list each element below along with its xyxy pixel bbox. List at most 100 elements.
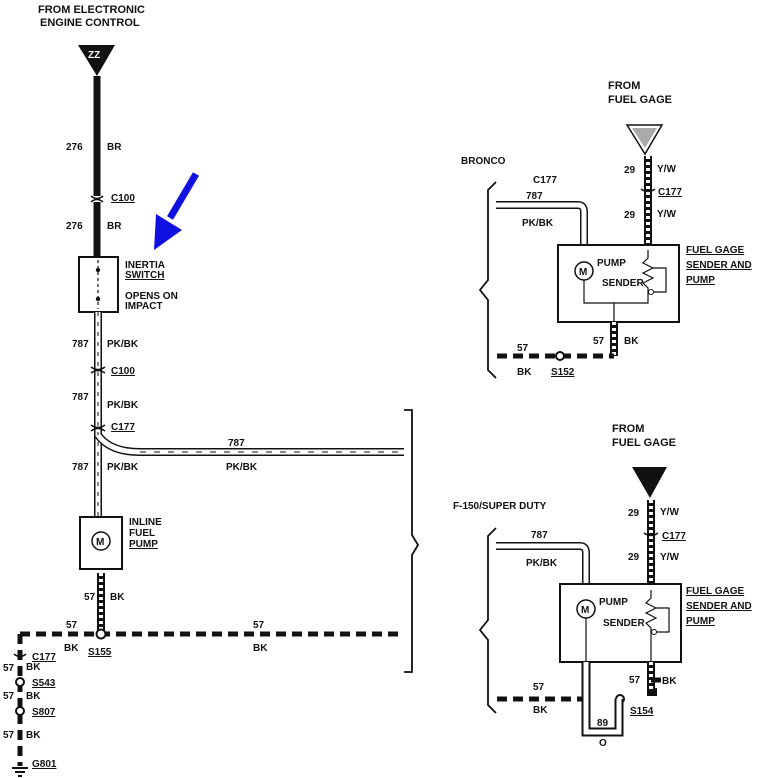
- circuit-57-label-c: 57: [253, 620, 265, 631]
- blue-pointer-arrow: [154, 172, 200, 250]
- bronco-circ-57-b: 57: [593, 336, 605, 347]
- f150-title: F-150/SUPER DUTY: [453, 501, 547, 512]
- bronco-wire-787: [496, 201, 588, 245]
- f150-from-fuel-gage-2: FUEL GAGE: [612, 437, 676, 449]
- f150-unit-box: [559, 583, 682, 663]
- bronco-unit-label-2: SENDER AND: [686, 260, 752, 271]
- opens-on-impact-1: OPENS ON: [125, 291, 178, 302]
- left-bk-3: BK: [26, 730, 41, 741]
- ecc-connector-triangle: [78, 45, 115, 76]
- inertia-switch-dot-top: [95, 267, 101, 273]
- bronco-unit-box: [557, 244, 680, 323]
- circuit-787-label-c: 787: [72, 462, 89, 473]
- bronco-motor-m: M: [579, 267, 587, 278]
- f150-bk-b: BK: [662, 676, 677, 687]
- c100-connector-top: [90, 195, 104, 200]
- f150-yw-b: Y/W: [660, 552, 679, 563]
- left-57-2: 57: [3, 691, 15, 702]
- bronco-yw-a: Y/W: [657, 164, 676, 175]
- inline-fuel-pump-1: INLINE: [129, 517, 162, 528]
- f150-fuel-gage-triangle: [632, 467, 667, 498]
- circuit-787-label-b: 787: [72, 392, 89, 403]
- c100-b-connector: [90, 366, 106, 371]
- c100-b-connector-lower: [90, 369, 106, 374]
- f150-circ-89: 89: [597, 718, 609, 729]
- f150-sender-wiper: [656, 607, 670, 633]
- c177-label-a: C177: [111, 422, 135, 433]
- f150-wire-89: [581, 662, 624, 737]
- left-57-3: 57: [3, 730, 15, 741]
- bronco-title: BRONCO: [461, 156, 506, 167]
- bk-label-c: BK: [253, 643, 268, 654]
- pkbk-label-a: PK/BK: [107, 339, 139, 350]
- bk-label-b: BK: [64, 643, 79, 654]
- splice-s807: [15, 706, 25, 716]
- f150-c177-connector: [643, 532, 659, 537]
- g801-label: G801: [32, 759, 57, 770]
- splice-s155: [95, 628, 107, 640]
- f150-circ-o: O: [599, 738, 607, 749]
- splice-s543: [15, 677, 25, 687]
- circuit-57-label-b: 57: [66, 620, 78, 631]
- f150-circ-787: 787: [531, 530, 548, 541]
- bronco-sender-wiper: [653, 267, 667, 293]
- bronco-sender-contact: [648, 289, 654, 295]
- c100-label-b: C100: [111, 366, 135, 377]
- f150-s154: S154: [630, 706, 654, 717]
- c100-label-a: C100: [111, 193, 135, 204]
- bronco-yw-b: Y/W: [657, 209, 676, 220]
- inertia-label-2: SWITCH: [125, 270, 164, 281]
- bronco-c177: C177: [658, 187, 682, 198]
- c177-left-label: C177: [32, 652, 56, 663]
- inertia-switch-dot-bottom: [95, 296, 101, 302]
- from-ecc-line1: FROM ELECTRONIC: [38, 4, 145, 16]
- circuit-57-label-a: 57: [84, 592, 96, 603]
- wire-787-horizontal-branch: [94, 432, 404, 456]
- c177-a-connector-lower: [90, 427, 106, 432]
- f150-circ-57-a: 57: [533, 682, 545, 693]
- circuit-787-label-a: 787: [72, 339, 89, 350]
- f150-wire-787: [496, 542, 590, 584]
- circuit-276-label-a: 276: [66, 142, 83, 153]
- bronco-left-brace: [478, 181, 497, 379]
- f150-unit-label-1: FUEL GAGE: [686, 586, 744, 597]
- br-label-a: BR: [107, 142, 122, 153]
- f150-motor-m: M: [581, 605, 589, 616]
- circuit-787-label-d: 787: [228, 438, 245, 449]
- opens-on-impact-2: IMPACT: [125, 301, 163, 312]
- bronco-fuel-gage-triangle-shade: [632, 128, 657, 148]
- bk-label-a: BK: [110, 592, 125, 603]
- c100-connector-bottom: [90, 198, 104, 203]
- bronco-from-fuel-gage-2: FUEL GAGE: [608, 94, 672, 106]
- f150-circ-29-b: 29: [628, 552, 640, 563]
- c177-left-connector: [13, 653, 27, 658]
- c177-a-connector: [90, 424, 106, 429]
- f150-wire-57-right: [647, 662, 657, 696]
- bronco-s152: S152: [551, 367, 575, 378]
- bronco-bk-a: BK: [517, 367, 532, 378]
- bronco-splice-s152: [555, 351, 565, 361]
- inline-motor-m: M: [96, 537, 104, 548]
- bronco-circ-29-a: 29: [624, 165, 636, 176]
- f150-c177: C177: [662, 531, 686, 542]
- circuit-276-label-b: 276: [66, 221, 83, 232]
- bronco-circ-57-a: 57: [517, 343, 529, 354]
- f150-sender: SENDER: [603, 618, 645, 629]
- f150-pkbk: PK/BK: [526, 558, 558, 569]
- f150-circ-29-a: 29: [628, 508, 640, 519]
- f150-unit-label-2: SENDER AND: [686, 601, 752, 612]
- f150-bk-a: BK: [533, 705, 548, 716]
- f150-circ-57-b: 57: [629, 675, 641, 686]
- bronco-sender-resistor: [614, 250, 655, 304]
- f150-left-brace: [478, 527, 497, 714]
- left-bk-2: BK: [26, 691, 41, 702]
- bronco-pkbk: PK/BK: [522, 218, 554, 229]
- inertia-label-1: INERTIA: [125, 260, 165, 271]
- bronco-sender: SENDER: [602, 278, 644, 289]
- f150-from-fuel-gage-1: FROM: [612, 423, 644, 435]
- ground-g801-icon: [12, 767, 28, 777]
- s543-label: S543: [32, 678, 56, 689]
- inline-fuel-pump-3: PUMP: [129, 539, 158, 550]
- main-right-brace: [404, 409, 420, 673]
